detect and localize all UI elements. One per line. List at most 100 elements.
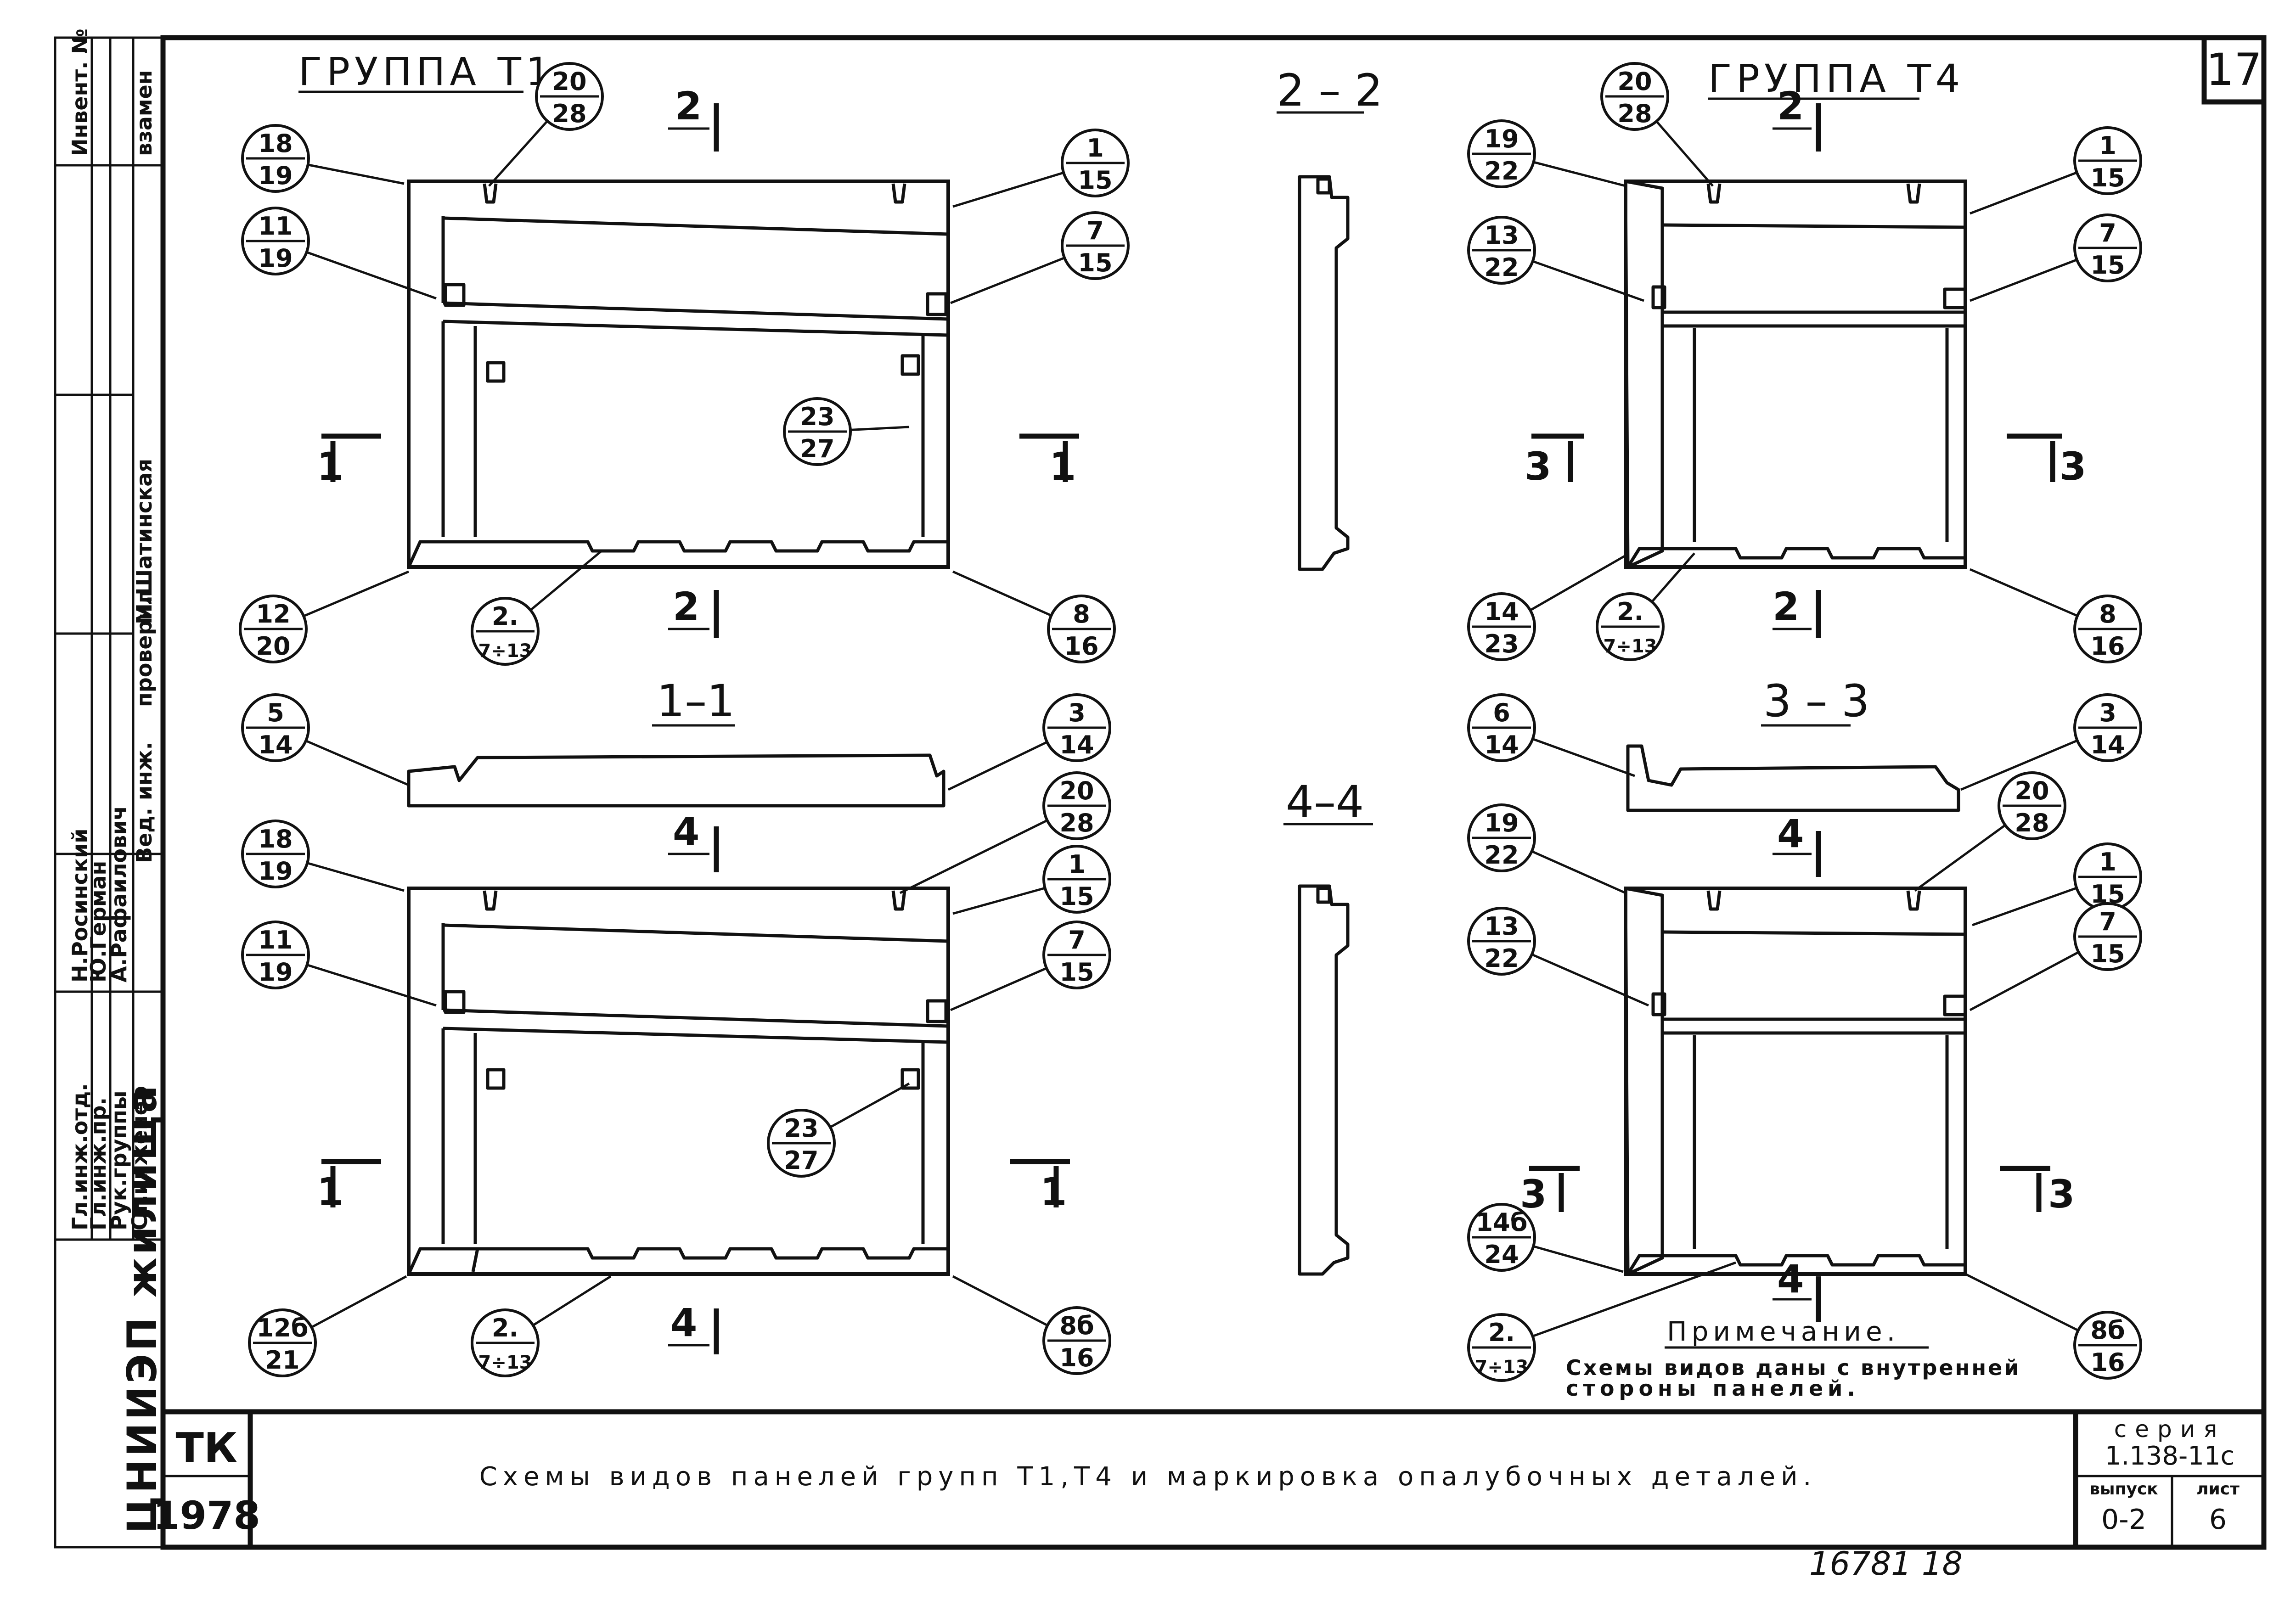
cut-mark-2-t4-top: 2 — [1777, 84, 1804, 129]
callout-top-number: 14б — [1476, 1208, 1528, 1237]
section-title-4-4: 4–4 — [1286, 776, 1364, 828]
callout-bottom-number: 22 — [1484, 944, 1519, 973]
callout-leader — [1531, 953, 1649, 1007]
callout-leader — [1960, 739, 2078, 791]
callout-leader — [1532, 1261, 1736, 1337]
callout-leader — [829, 1082, 910, 1128]
callout-leader — [1531, 850, 1626, 894]
callout-bubble: 816 — [952, 570, 1116, 663]
callout-leader — [952, 570, 1052, 617]
callout-top-number: 13 — [1484, 912, 1519, 941]
org-vertical: ЦНИИЭП жилища — [118, 1083, 166, 1533]
callout-bottom-number: 27 — [800, 434, 834, 463]
group-title-t1: ГРУППА Т1 — [298, 49, 555, 94]
issue-value: 0-2 — [2101, 1504, 2146, 1536]
callout-top-number: 7 — [2099, 219, 2116, 247]
sheet-corner-number: 17 — [2206, 44, 2262, 95]
callout-leader — [952, 1275, 1048, 1327]
callout-bottom-number: 28 — [552, 99, 586, 128]
callout-leader — [1970, 258, 2077, 302]
callout-leader — [1651, 552, 1695, 603]
callout-top-number: 18 — [258, 129, 293, 158]
callout-leader — [1969, 951, 2079, 1011]
callout-bubble: 314 — [947, 693, 1111, 791]
callout-leader — [850, 426, 910, 431]
callout-bubble: 2. 7÷13 — [471, 550, 602, 666]
callout-leader — [1655, 120, 1714, 187]
callout-bubbles: 181920281151119715232712202.7÷1381651431… — [239, 62, 2142, 1382]
callout-leader — [1970, 568, 2078, 617]
callout-top-number: 7 — [2099, 907, 2116, 936]
callout-top-number: 5 — [267, 698, 284, 727]
section-title-1-1: 1–1 — [657, 675, 735, 727]
cut-mark-2-t4-bottom: 2 — [1773, 584, 1799, 629]
title-block: ТК 1978 Схемы видов панелей групп Т1,Т4 … — [153, 1409, 2264, 1547]
callout-bottom-number: 15 — [1078, 248, 1112, 277]
callout-bottom-number: 16 — [1064, 632, 1098, 661]
callout-bottom-number: 7÷13 — [478, 640, 532, 662]
callout-bottom-number: 15 — [2090, 163, 2125, 192]
cut-mark-1-right: 1 — [1049, 444, 1076, 489]
callout-bottom-number: 15 — [2090, 939, 2125, 968]
callout-top-number: 8б — [2090, 1316, 2125, 1345]
callout-top-number: 20 — [552, 67, 586, 96]
callout-top-number: 3 — [1068, 698, 1086, 727]
cut-mark-3-right-lower: 3 — [2048, 1172, 2075, 1217]
cut-mark-4-top: 4 — [673, 809, 699, 854]
callout-bubble: 816 — [1970, 568, 2142, 663]
callout-leader — [1972, 887, 2077, 926]
callout-leader — [532, 1275, 612, 1326]
callout-bottom-number: 28 — [1059, 808, 1094, 837]
note-heading: Примечание. — [1667, 1316, 1900, 1347]
callout-bubble: 2.7÷13 — [1467, 1261, 1736, 1382]
callout-top-number: 23 — [784, 1114, 818, 1143]
callout-bottom-number: 7÷13 — [478, 1352, 532, 1373]
callout-leader — [1530, 554, 1626, 612]
callout-leader — [952, 887, 1046, 915]
callout-bottom-number: 20 — [256, 632, 290, 661]
callout-top-number: 12б — [257, 1314, 309, 1342]
role-1: Гл.инж.отд. — [68, 1083, 92, 1230]
callout-leader — [303, 570, 409, 618]
callout-bottom-number: 19 — [258, 857, 293, 886]
callout-bubble: 715 — [950, 921, 1111, 1011]
section-3-3-profile — [1626, 744, 1960, 812]
cut-mark-2-bottom: 2 — [673, 584, 699, 629]
section-1-1-profile — [407, 753, 945, 808]
callout-leader — [306, 964, 437, 1007]
cut-mark-4-bottom: 4 — [670, 1300, 697, 1345]
callout-bottom-number: 15 — [2090, 251, 2125, 280]
callout-top-number: 7 — [1086, 216, 1104, 245]
cut-mark-3-left-lower: 3 — [1520, 1172, 1547, 1217]
callout-bubble: 115 — [952, 845, 1111, 915]
callout-top-number: 6 — [1493, 698, 1510, 727]
bottom-number: 16781 18 — [1809, 1545, 1963, 1583]
callout-leader — [950, 257, 1065, 304]
panel-t4-upper — [1624, 180, 1967, 569]
left-strip: Инвент. № взамен проверил Гл.инж.отд. Гл… — [54, 28, 166, 1549]
callout-bottom-number: 28 — [2015, 808, 2049, 837]
replace-label: взамен — [132, 70, 157, 156]
cut-mark-3-right: 3 — [2060, 444, 2086, 489]
section-4-4-profile — [1298, 884, 1350, 1276]
callout-top-number: 2. — [492, 602, 518, 631]
cut-mark-1-right-lower: 1 — [1040, 1169, 1067, 1214]
callout-bubble: 2.7÷13 — [1596, 552, 1695, 661]
callout-bubble: 115 — [1970, 126, 2142, 215]
callout-bubble: 715 — [1970, 213, 2142, 302]
section-title-3-3: 3 – 3 — [1763, 675, 1869, 727]
callout-bottom-number: 21 — [265, 1346, 299, 1375]
callout-top-number: 18 — [258, 825, 293, 853]
name-3: А.Рафаилович — [107, 806, 131, 982]
cut-mark-4-t4-bottom: 4 — [1777, 1257, 1804, 1302]
